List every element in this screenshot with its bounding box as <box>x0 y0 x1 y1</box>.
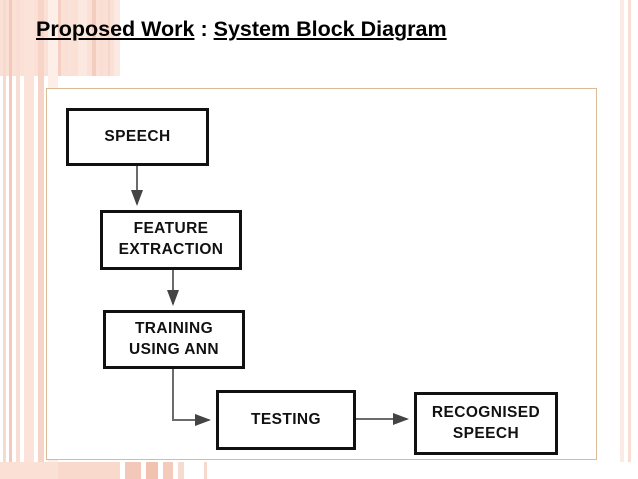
header-stripe-3 <box>78 0 87 76</box>
footer-stripe-1 <box>0 462 58 479</box>
right-stripe-2 <box>628 0 631 479</box>
node-testing-label-1: TESTING <box>251 410 321 428</box>
page-title-part1: Proposed Work <box>36 17 195 41</box>
node-training-label-2: USING ANN <box>128 340 219 358</box>
left-stripe-5 <box>38 0 44 479</box>
left-stripe-2 <box>9 0 12 479</box>
footer-stripe-3 <box>125 462 141 479</box>
page-title-separator: : <box>194 17 214 41</box>
header-stripe-1 <box>56 0 61 76</box>
node-recognised-label-1: RECOGNISED <box>431 403 541 421</box>
node-speech[interactable]: SPEECH <box>66 108 209 166</box>
left-stripe-1 <box>3 0 6 479</box>
header-stripe-6 <box>108 0 110 76</box>
node-feature-extraction[interactable]: FEATURE EXTRACTION <box>100 210 242 270</box>
block-diagram: SPEECH FEATURE EXTRACTION TRAINING USING… <box>46 88 597 460</box>
node-testing[interactable]: TESTING <box>216 390 356 450</box>
node-speech-label-1: SPEECH <box>104 127 171 145</box>
footer-stripe-2 <box>58 462 120 479</box>
footer-stripe-4 <box>146 462 158 479</box>
footer-stripe-7 <box>204 462 207 479</box>
node-feature-label-2: EXTRACTION <box>118 241 224 258</box>
header-stripe-5 <box>100 0 103 76</box>
header-stripe-7 <box>114 0 121 76</box>
footer-stripe-6 <box>178 462 184 479</box>
footer-accent-band <box>0 462 638 479</box>
diagram-connectors <box>131 166 409 426</box>
edge-training-to-testing <box>172 369 211 426</box>
right-stripe-1 <box>620 0 624 479</box>
page-title-part2: System Block Diagram <box>213 17 447 41</box>
header-band-whitespace <box>120 0 638 76</box>
left-stripe-3 <box>16 0 20 479</box>
page-title: Proposed Work : System Block Diagram <box>36 17 447 42</box>
left-stripe-4 <box>24 0 34 479</box>
node-training-label-1: TRAINING <box>134 319 214 337</box>
header-stripe-4 <box>92 0 96 76</box>
node-training-using-ann[interactable]: TRAINING USING ANN <box>103 310 245 369</box>
node-recognised-speech[interactable]: RECOGNISED SPEECH <box>414 392 558 455</box>
header-stripe-2 <box>68 0 71 76</box>
node-recognised-label-2: SPEECH <box>452 424 520 442</box>
node-feature-label-1: FEATURE <box>133 220 209 238</box>
footer-stripe-5 <box>163 462 173 479</box>
